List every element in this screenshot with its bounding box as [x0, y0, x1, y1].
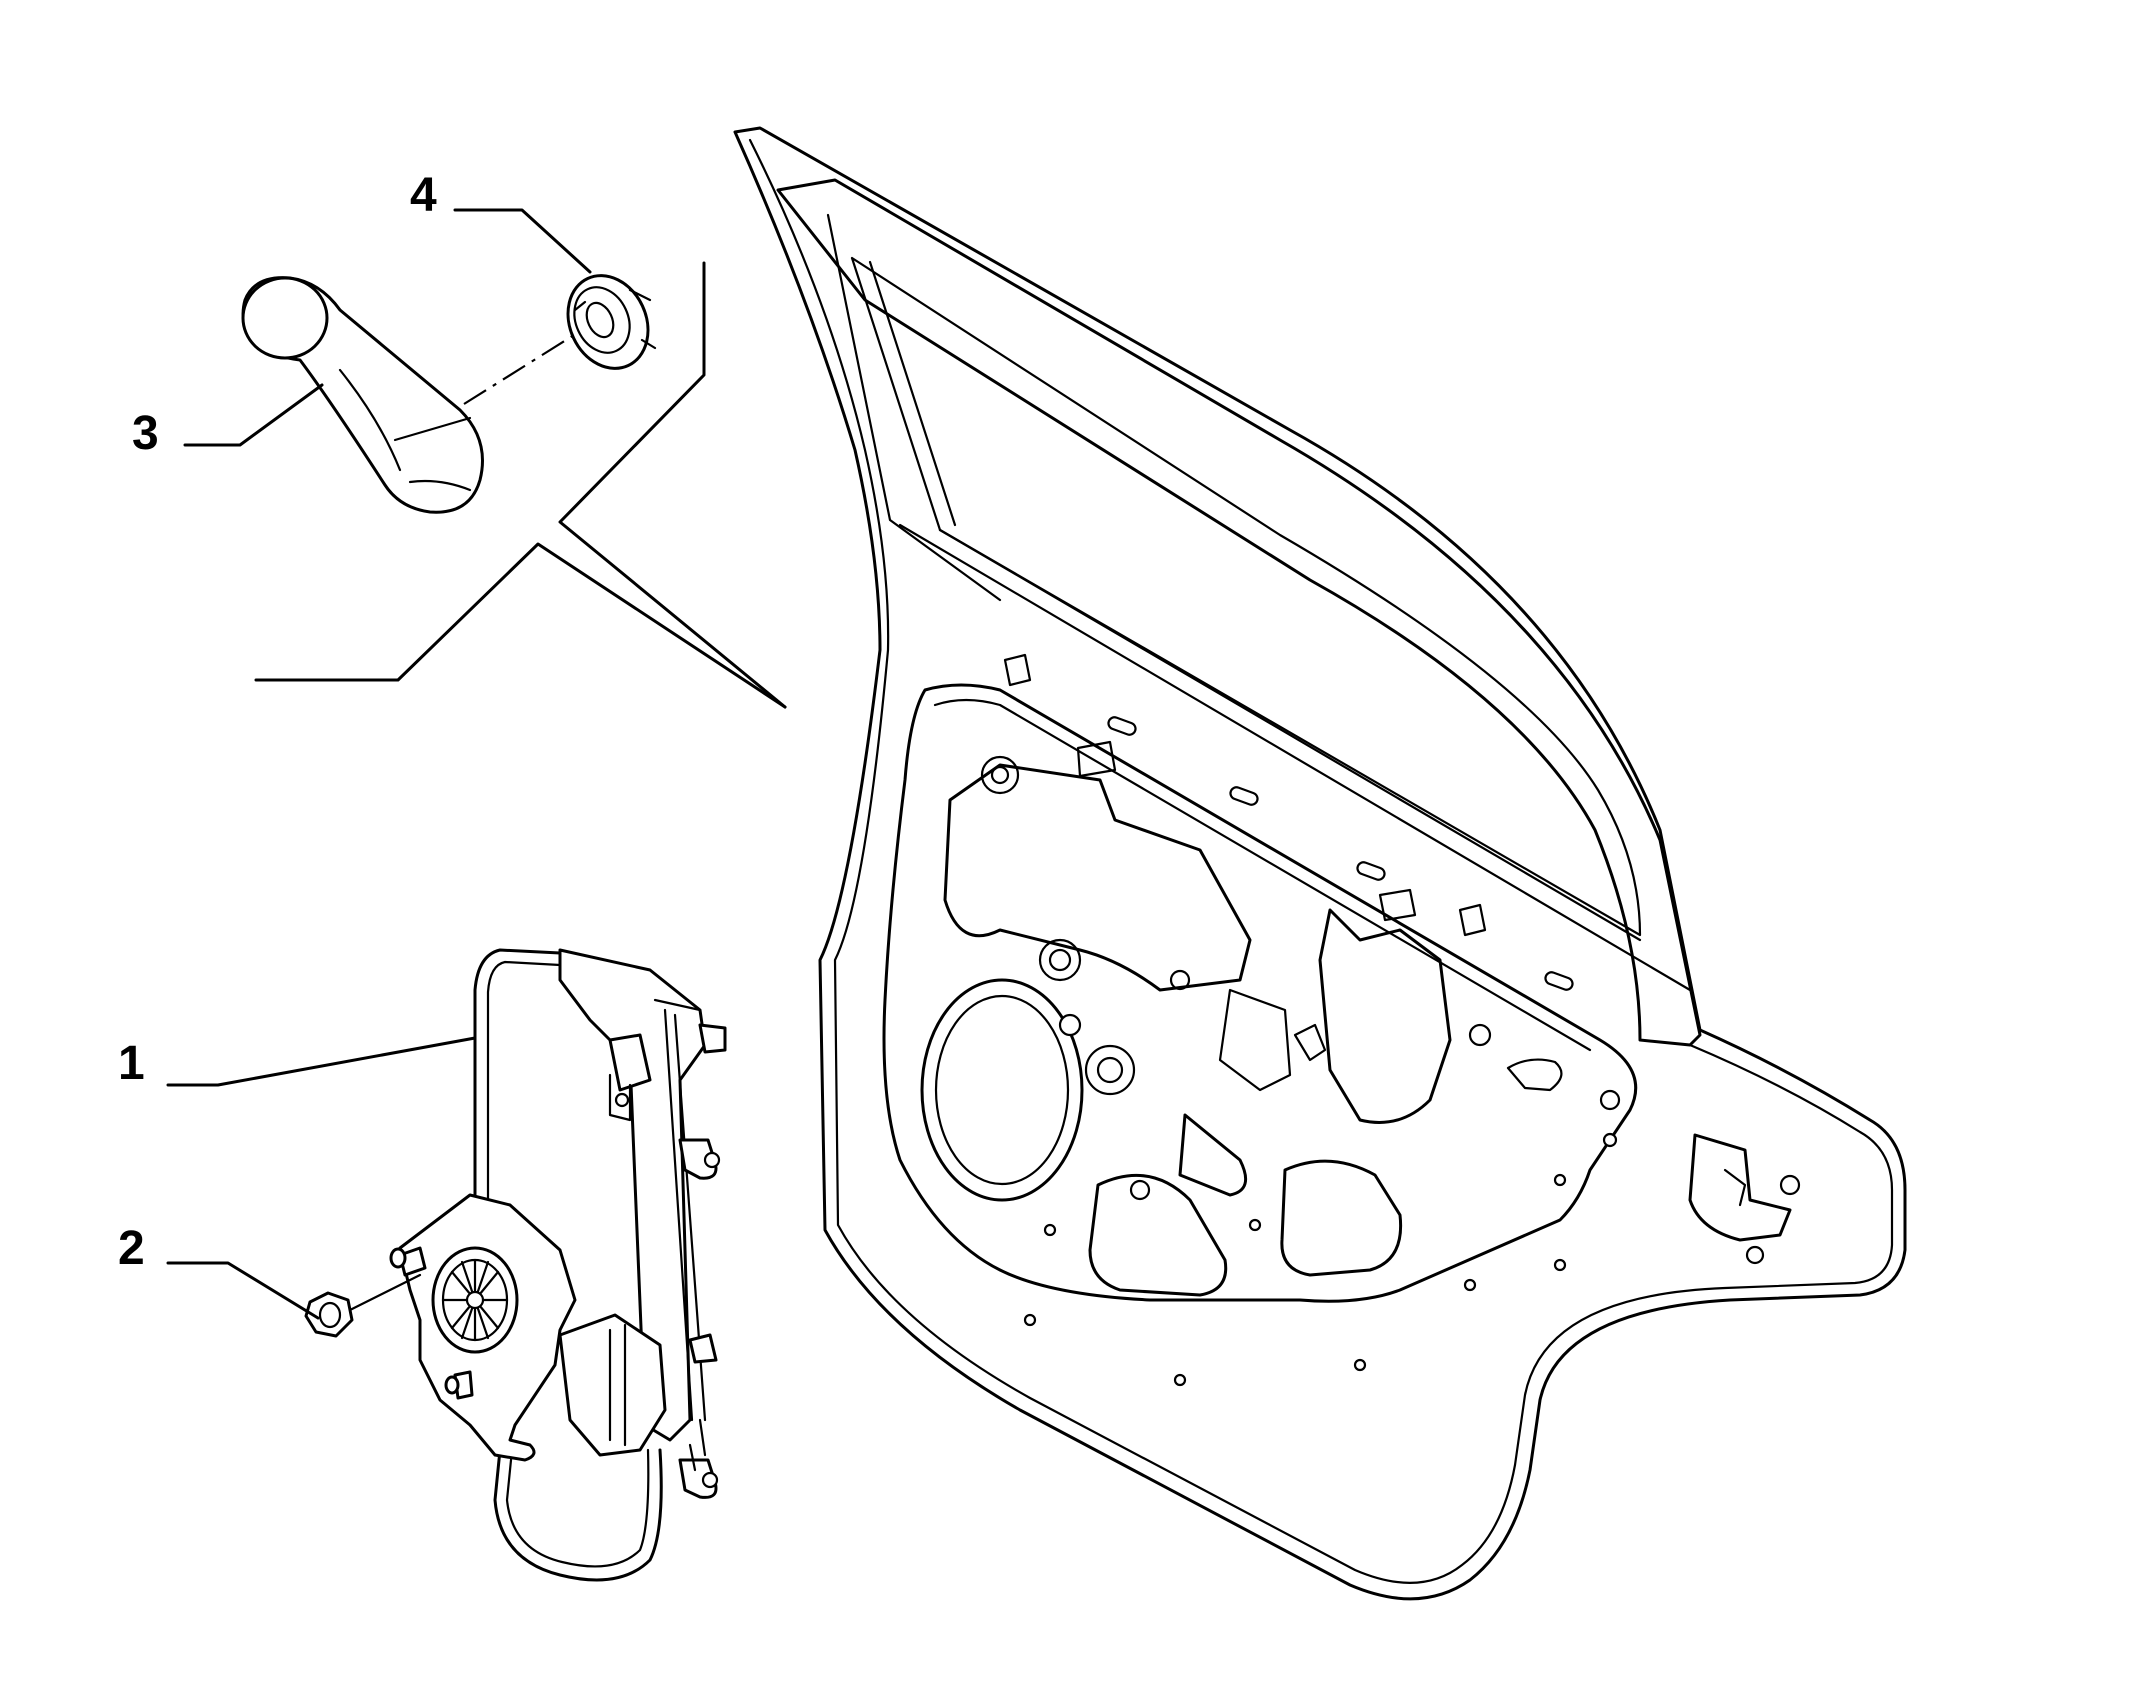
handle-bushing: [566, 274, 657, 370]
callout-label-1: 1: [118, 1037, 145, 1090]
callout-label-4: 4: [410, 169, 437, 222]
hex-nut: [304, 1291, 354, 1338]
nut-axis-line: [348, 1273, 422, 1312]
handle-axis-line: [463, 324, 591, 405]
rear-door-panel: [733, 126, 1907, 1601]
assembly-bracket-lines: [254, 261, 787, 709]
leader-lines: [166, 208, 592, 1320]
leader-line-3: [183, 383, 324, 447]
leader-line-1: [166, 1036, 477, 1087]
callout-label-3: 3: [132, 407, 159, 460]
leader-line-2: [166, 1261, 320, 1320]
leader-line-4: [453, 208, 592, 274]
callout-label-2: 2: [118, 1222, 145, 1275]
window-crank-handle: [241, 276, 484, 514]
window-regulator: [389, 948, 727, 1582]
